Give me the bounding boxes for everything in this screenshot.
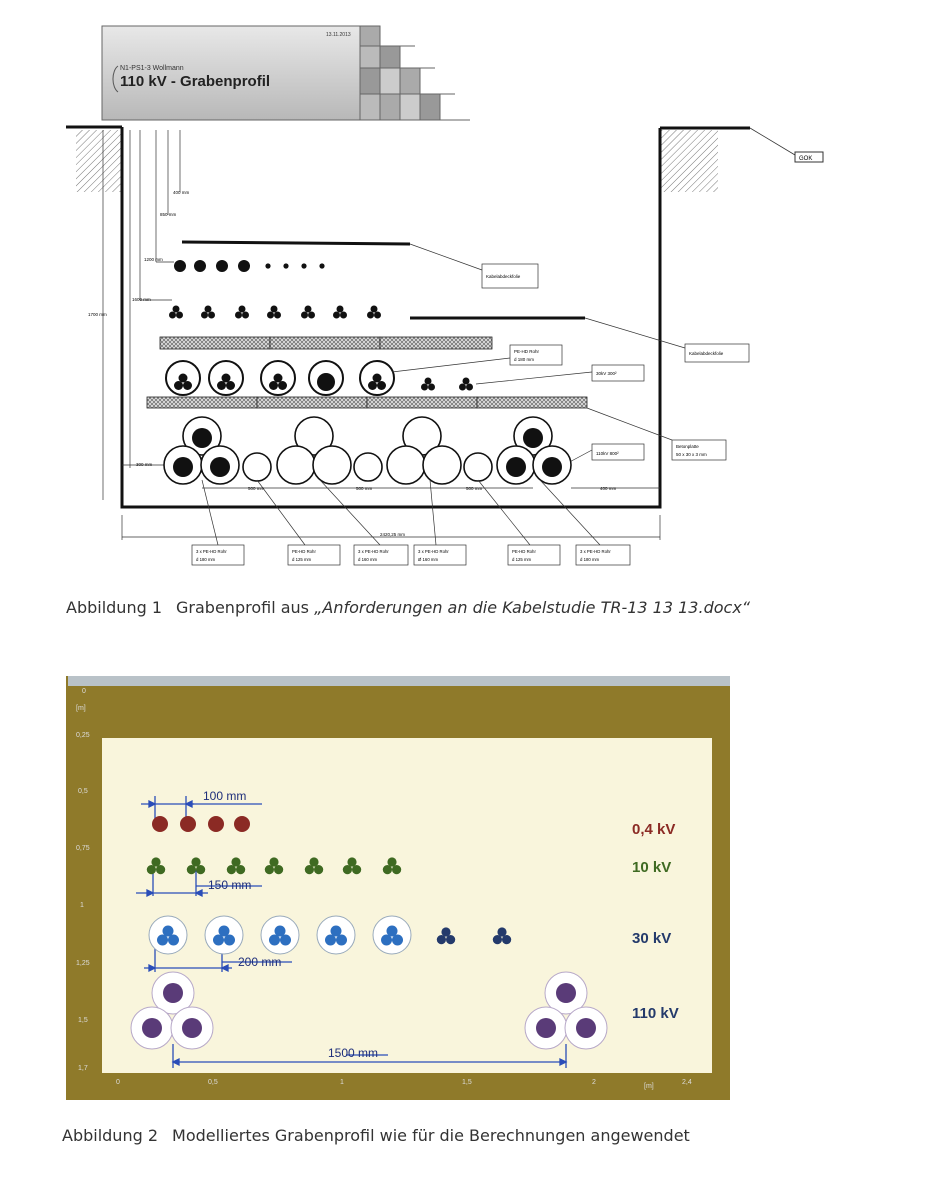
caption-2-number: Abbildung 2 <box>62 1126 159 1145</box>
foil-label-2: Kabelabdeckfolie <box>689 351 724 356</box>
gok-label: GOK <box>799 156 812 162</box>
x-tick-05: 0,5 <box>208 1079 218 1086</box>
cables-110kv-model <box>142 983 596 1038</box>
y-tick-0: 0 <box>82 688 86 695</box>
dim-400: 400 mm <box>173 190 190 195</box>
bottom-label-2a: PE-HD Rohr <box>292 549 316 554</box>
warning-foil-1 <box>181 240 411 246</box>
cables-10kv-model <box>146 857 402 875</box>
y-tick-125: 1,25 <box>76 960 90 967</box>
foil-callouts <box>409 243 750 363</box>
bottom-label-4b: Ø 160 mm <box>418 557 438 562</box>
spacing-dimensions <box>121 487 661 540</box>
y-tick-15: 1,5 <box>78 1017 88 1024</box>
title-text: 110 kV - Grabenprofil <box>120 73 270 90</box>
caption-figure-2: Abbildung 2 Modelliertes Grabenprofil wie… <box>62 1126 690 1145</box>
bottom-label-1a: 3 x PE-HD Rohr <box>196 549 227 554</box>
bottom-label-6a: 3 x PE-HD Rohr <box>580 549 611 554</box>
dim-1600: 1600 mm <box>132 297 151 302</box>
concrete-plates-upper <box>159 336 493 350</box>
label-30kv: 30 kV <box>632 930 671 947</box>
gok-callout: GOK <box>749 127 824 163</box>
y-unit: [m] <box>76 705 86 712</box>
beton-label-1: Betonplatte <box>676 444 699 449</box>
caption-1-text: Grabenprofil aus <box>176 598 315 617</box>
x-tick-2: 2 <box>592 1079 596 1086</box>
bottom-leaders <box>191 479 631 566</box>
concrete-plates-lower <box>146 396 588 409</box>
caption-1-doc: „Anforderungen an die Kabelstudie TR-13 … <box>314 598 751 617</box>
caption-2-text: Modelliertes Grabenprofil wie für die Be… <box>172 1126 690 1145</box>
bottom-label-5b: d 125 mm <box>512 557 532 562</box>
dim-500-1: 500 mm <box>248 486 265 491</box>
pe-rohr-label-1: PE-HD Rohr <box>514 349 540 354</box>
cables-10kv <box>169 305 381 319</box>
title-date: 13.11.2013 <box>326 32 351 38</box>
soil-layer <box>102 686 712 738</box>
y-tick-1: 1 <box>80 902 84 909</box>
figure-1-trench-drawing: 13.11.2013 N1-PS1-3 Wollmann 110 kV - Gr… <box>66 25 824 566</box>
cables-30kv-model <box>157 925 512 946</box>
cables-0-4kv <box>174 260 325 272</box>
soil-top-strip <box>68 676 730 686</box>
figure-2-model-plot: [m] 0 0,25 0,5 0,75 1 1,25 1,5 1,7 0 0,5… <box>66 676 730 1100</box>
dim-500-2: 500 mm <box>356 486 373 491</box>
caption-1-number: Abbildung 1 <box>66 598 163 617</box>
dim-1500mm: 1500 mm <box>328 1046 378 1060</box>
foil-label-1: Kabelabdeckfolie <box>486 274 521 279</box>
bottom-label-3a: 3 x PE-HD Rohr <box>358 549 389 554</box>
x-tick-24: 2,4 <box>682 1079 692 1086</box>
dim-300: 300 mm <box>136 462 153 467</box>
y-tick-05: 0,5 <box>78 788 88 795</box>
y-axis: [m] 0 0,25 0,5 0,75 1 1,25 1,5 1,7 <box>76 688 90 1072</box>
dim-1200: 1200 mm <box>144 257 163 262</box>
dim-150mm: 150 mm <box>208 878 251 892</box>
kv30-label: 30kV 300² <box>596 371 617 376</box>
x-tick-15: 1,5 <box>462 1079 472 1086</box>
bottom-labels: 3 x PE-HD Rohr d 180 mm PE-HD Rohr d 125… <box>196 549 611 562</box>
dim-width: 2420,25 mm <box>380 532 405 537</box>
trench-outline <box>66 125 750 509</box>
title-block: 13.11.2013 N1-PS1-3 Wollmann 110 kV - Gr… <box>101 25 470 121</box>
bottom-label-6b: d 180 mm <box>580 557 600 562</box>
x-tick-0: 0 <box>116 1079 120 1086</box>
dim-100mm: 100 mm <box>203 789 246 803</box>
dim-400-right: 400 mm <box>600 486 617 491</box>
cables-110kv <box>173 428 562 477</box>
cables-0-4kv-model <box>152 816 250 832</box>
label-10kv: 10 kV <box>632 859 671 876</box>
dim-850: 850 mm <box>160 212 177 217</box>
beton-callout <box>563 407 727 466</box>
dim-1700: 1700 mm <box>88 312 107 317</box>
caption-figure-1: Abbildung 1 Grabenprofil aus „Anforderung… <box>66 598 750 617</box>
dim-markers <box>136 796 568 1068</box>
label-0-4kv: 0,4 kV <box>632 821 675 838</box>
y-tick-025: 0,25 <box>76 732 90 739</box>
depth-dimensions <box>102 130 181 500</box>
cables-30kv <box>165 360 473 396</box>
kv110-label: 110kV 800² <box>596 451 619 456</box>
x-axis: 0 0,5 1 1,5 2 [m] 2,4 <box>116 1079 692 1090</box>
dim-500-3: 500 mm <box>466 486 483 491</box>
x-tick-1: 1 <box>340 1079 344 1086</box>
pe-rohr-label-2: d 180 mm <box>514 357 534 362</box>
beton-label-2: 50 x 30 x 3 mm <box>676 452 707 457</box>
y-tick-17: 1,7 <box>78 1065 88 1072</box>
x-unit: [m] <box>644 1083 654 1090</box>
pe-rohr-callout <box>391 344 645 385</box>
label-110kv: 110 kV <box>632 1005 679 1022</box>
bottom-label-2b: d 125 mm <box>292 557 312 562</box>
bottom-label-5a: PE-HD Rohr <box>512 549 536 554</box>
dim-200mm: 200 mm <box>238 955 281 969</box>
bottom-label-4a: 3 x PE-HD Rohr <box>418 549 449 554</box>
title-author: N1-PS1-3 Wollmann <box>120 65 184 72</box>
y-tick-075: 0,75 <box>76 845 90 852</box>
bottom-label-1b: d 180 mm <box>196 557 216 562</box>
bottom-label-3b: d 160 mm <box>358 557 378 562</box>
